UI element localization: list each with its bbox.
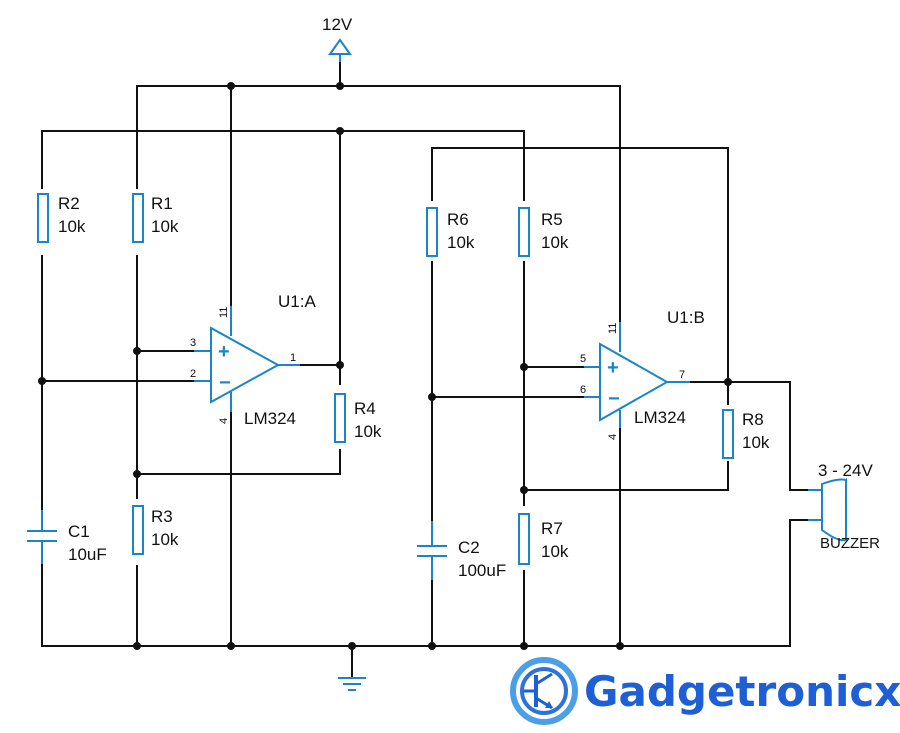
brand-logo: Gadgetronicx: [510, 657, 900, 725]
opamp-b-plus-sign: +: [607, 357, 619, 379]
r3-value: 10k: [151, 530, 179, 549]
opamp-a-ref: U1:A: [278, 292, 316, 311]
brand-name: Gadgetronicx: [584, 667, 900, 716]
resistor-r6: [426, 207, 438, 257]
resistor-r2: [37, 193, 49, 243]
opamp-b: [584, 322, 690, 428]
r5-name: R5: [541, 210, 563, 229]
c1-name: C1: [68, 522, 90, 541]
r1-name: R1: [151, 194, 173, 213]
opamp-b-part: LM324: [634, 408, 686, 427]
r8-value: 10k: [742, 433, 770, 452]
buzzer-icon: [808, 477, 847, 543]
resistor-r8: [722, 409, 734, 459]
wires: [41, 51, 819, 677]
opamp-b-pin-vcc: 11: [607, 323, 619, 334]
r4-name: R4: [354, 399, 376, 418]
r6-name: R6: [447, 210, 469, 229]
buzzer-label: BUZZER: [820, 535, 880, 552]
r8-name: R8: [742, 410, 764, 429]
opamp-b-pin-out: 7: [679, 369, 685, 381]
opamp-a-pin-out: 1: [290, 352, 296, 364]
junctions: [38, 82, 732, 650]
opamp-b-ref: U1:B: [667, 308, 705, 327]
r6-value: 10k: [447, 233, 475, 252]
resistor-r1: [132, 193, 144, 243]
r7-name: R7: [541, 519, 563, 538]
ground-icon: [338, 677, 366, 691]
r7-value: 10k: [541, 542, 569, 561]
r5-value: 10k: [541, 233, 569, 252]
resistor-r4: [334, 393, 346, 443]
opamp-b-pin-gnd: 4: [607, 434, 619, 440]
resistor-r3: [132, 505, 144, 555]
capacitor-c2: [417, 521, 447, 580]
opamp-a-pin-noninv: 3: [190, 337, 196, 349]
opamp-a: [194, 306, 300, 412]
buzzer-voltage: 3 - 24V: [818, 461, 873, 480]
resistor-r5: [518, 207, 530, 257]
r3-name: R3: [151, 507, 173, 526]
opamp-a-minus-sign: −: [219, 372, 231, 394]
capacitor-c1: [27, 510, 57, 564]
opamp-b-minus-sign: −: [608, 388, 620, 410]
opamp-b-pin-noninv: 5: [580, 353, 586, 365]
opamp-a-pin-inv: 2: [190, 368, 196, 380]
c2-name: C2: [458, 538, 480, 557]
r1-value: 10k: [151, 217, 179, 236]
opamp-a-plus-sign: +: [218, 341, 230, 363]
supply-arrow-icon: [328, 38, 352, 62]
c2-value: 100uF: [458, 561, 506, 580]
opamp-a-pin-gnd: 4: [218, 418, 230, 424]
c1-value: 10uF: [68, 545, 107, 564]
supply-label: 12V: [322, 15, 353, 34]
r2-name: R2: [58, 194, 80, 213]
resistor-r7: [518, 513, 530, 565]
r2-value: 10k: [58, 217, 86, 236]
opamp-a-pin-vcc: 11: [218, 307, 230, 318]
opamp-a-part: LM324: [244, 409, 296, 428]
transistor-logo-icon: [510, 657, 578, 725]
r4-value: 10k: [354, 422, 382, 441]
opamp-b-pin-inv: 6: [580, 384, 586, 396]
